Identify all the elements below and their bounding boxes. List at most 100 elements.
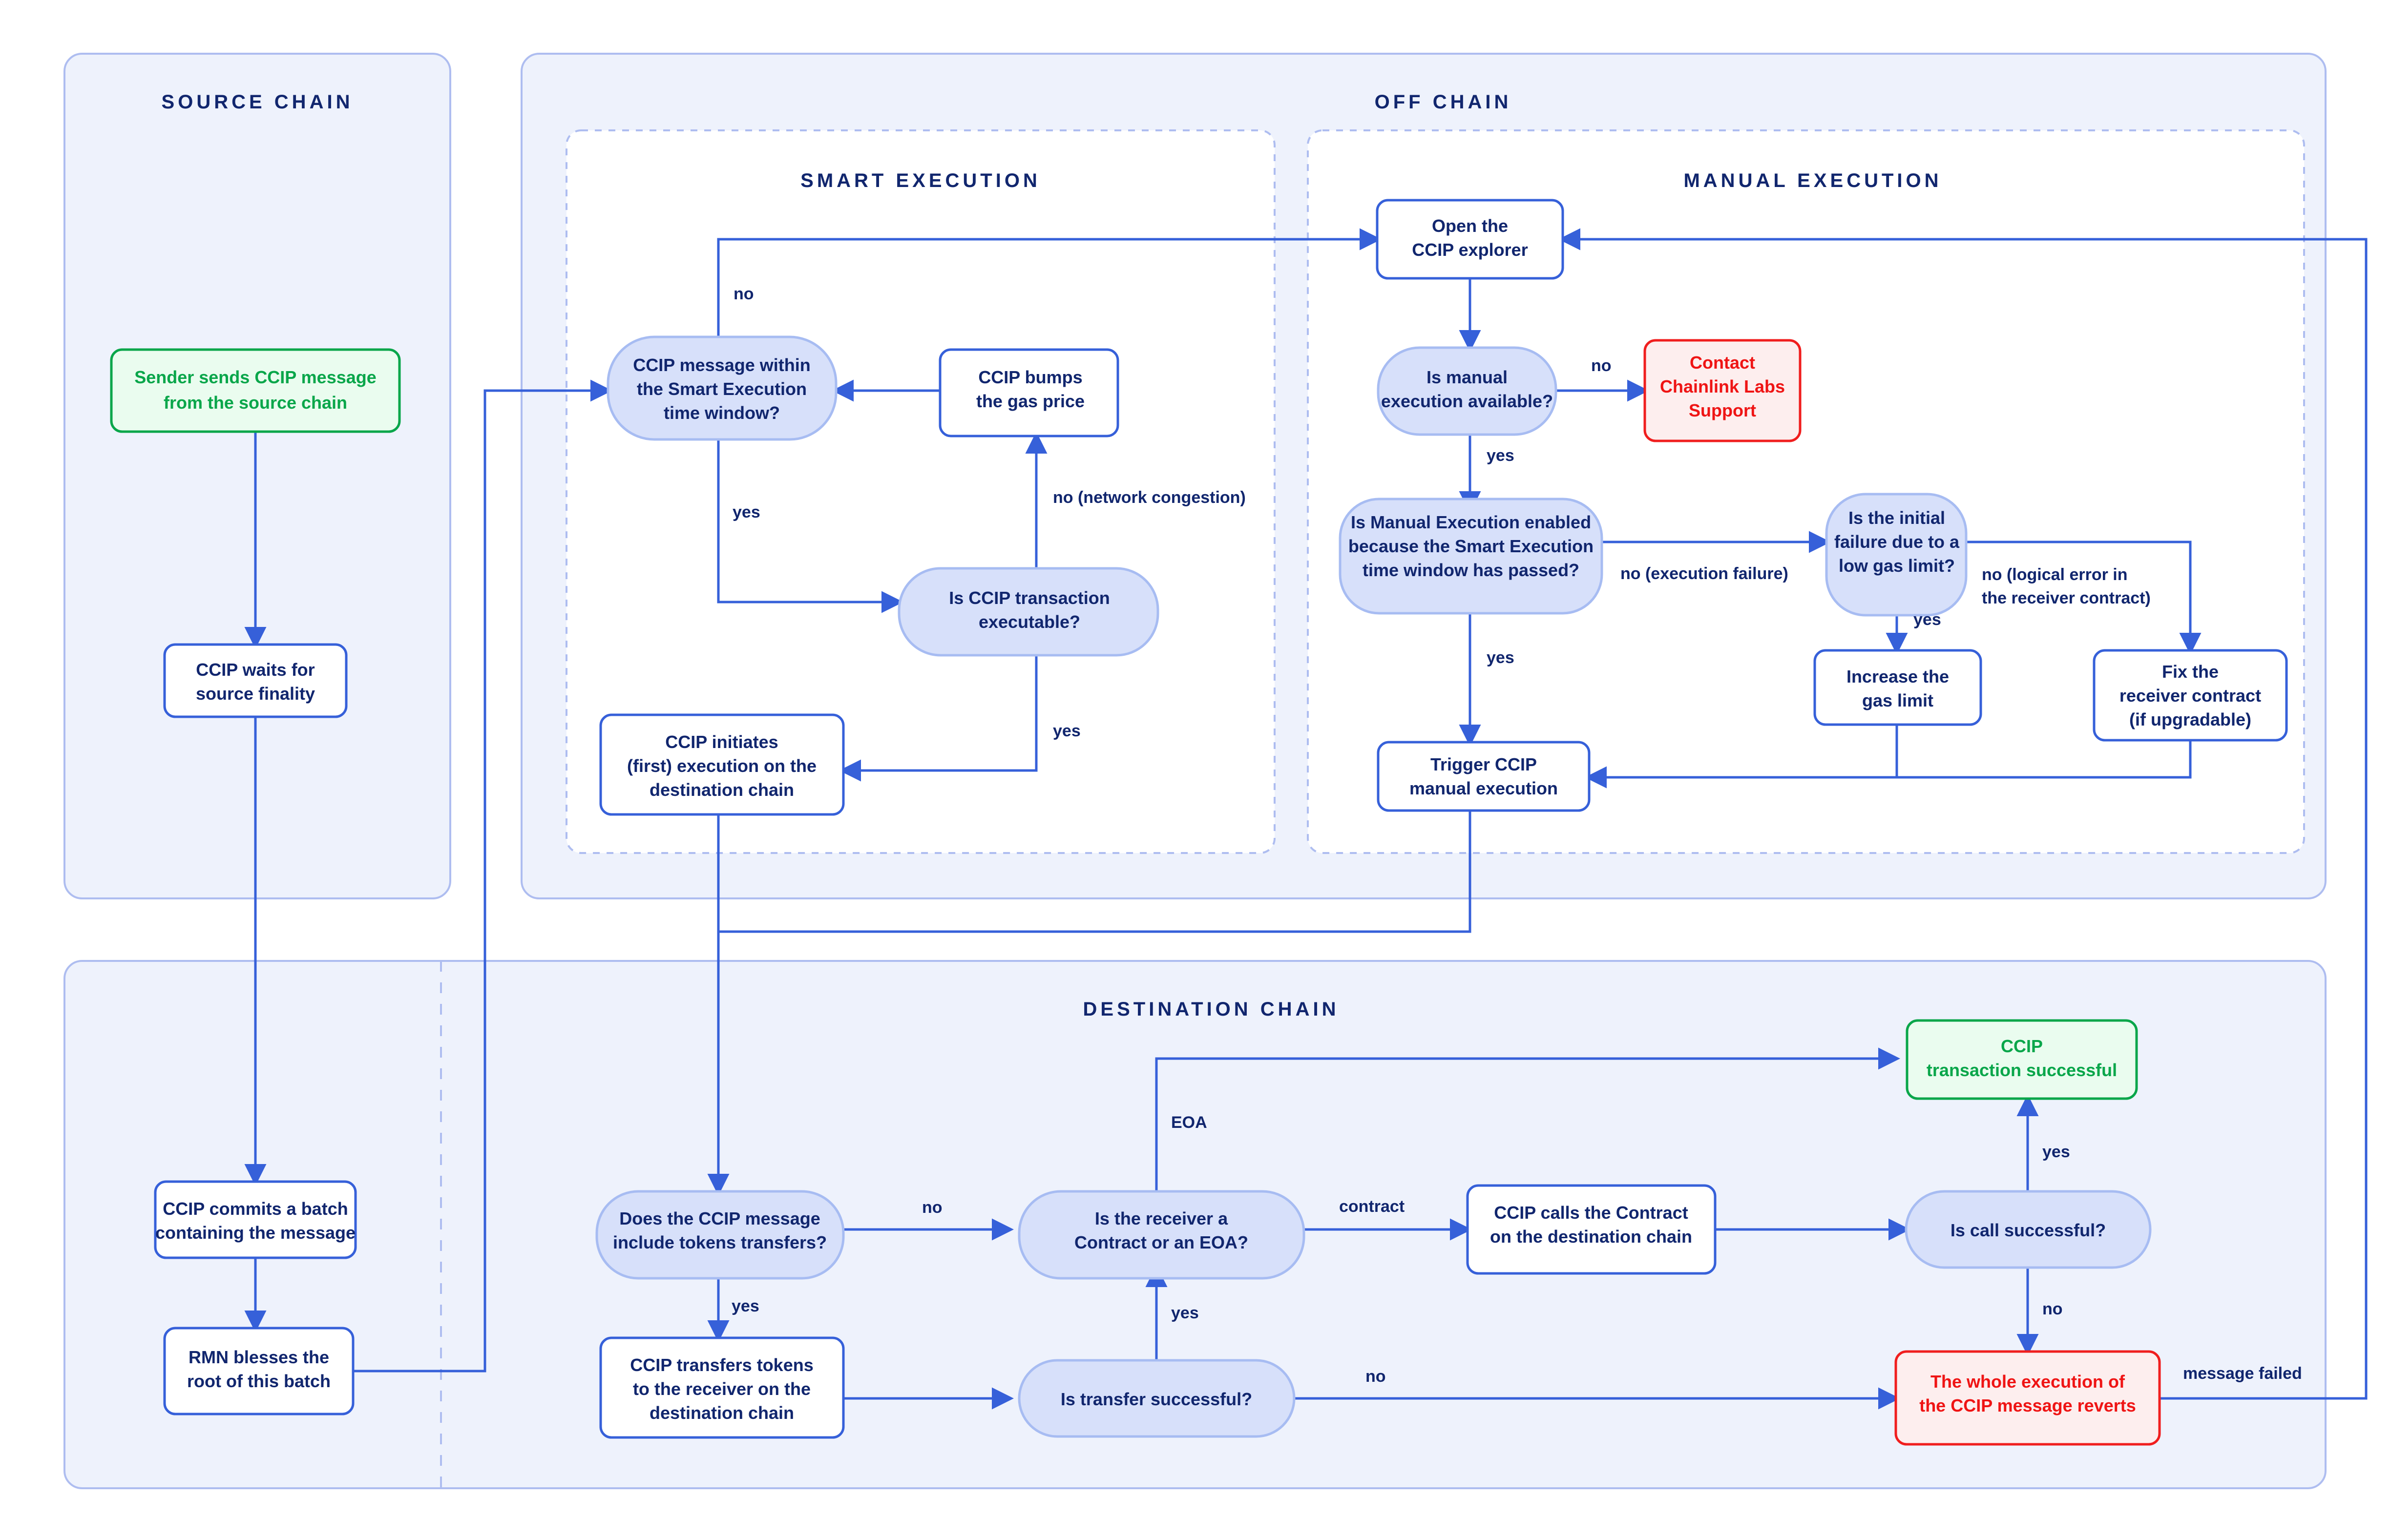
edge-label-no-manual: no bbox=[1591, 356, 1612, 375]
node-label: CCIP explorer bbox=[1412, 240, 1528, 260]
node-label: Fix the bbox=[2162, 662, 2219, 682]
node-label: Is the initial bbox=[1848, 508, 1945, 528]
node-ccip-calls-contract[interactable]: CCIP calls the Contract on the destinati… bbox=[1466, 1184, 1717, 1275]
node-rmn-blesses-root[interactable]: RMN blesses the root of this batch bbox=[163, 1327, 355, 1415]
node-label: root of this batch bbox=[187, 1371, 331, 1391]
node-label: time window has passed? bbox=[1363, 560, 1579, 580]
node-label: Is CCIP transaction bbox=[949, 588, 1110, 608]
node-label: CCIP bumps bbox=[978, 367, 1082, 387]
edge-label-no-logical-error-1: no (logical error in bbox=[1982, 565, 2127, 584]
node-label: low gas limit? bbox=[1839, 556, 1955, 576]
group-title-off-chain: OFF CHAIN bbox=[1375, 91, 1512, 113]
edge-reverts-to-explorer bbox=[1558, 228, 2368, 1400]
node-label: manual execution bbox=[1409, 778, 1558, 798]
node-is-initial-failure-low-gas[interactable]: Is the initial failure due to a low gas … bbox=[1825, 493, 1968, 617]
edge-failure-no-to-fix bbox=[1966, 541, 2202, 655]
edge-fix-to-trigger bbox=[1589, 740, 2192, 779]
node-open-ccip-explorer[interactable]: Open the CCIP explorer bbox=[1376, 199, 1564, 280]
node-whole-execution-reverts[interactable]: The whole execution of the CCIP message … bbox=[1894, 1350, 2161, 1446]
node-contact-chainlink-support[interactable]: Contact Chainlink Labs Support bbox=[1643, 339, 1802, 442]
edge-label-yes-executable: yes bbox=[1053, 722, 1081, 740]
node-ccip-commits-batch[interactable]: CCIP commits a batch containing the mess… bbox=[154, 1180, 357, 1259]
edge-label-no-call: no bbox=[2042, 1300, 2063, 1318]
node-label: RMN blesses the bbox=[189, 1347, 329, 1367]
edge-window-yes-to-executable bbox=[717, 435, 904, 613]
node-label: Is manual bbox=[1426, 367, 1508, 387]
node-label: Contract or an EOA? bbox=[1074, 1232, 1248, 1252]
node-label: Sender sends CCIP message bbox=[134, 367, 377, 387]
node-message-includes-tokens[interactable]: Does the CCIP message include tokens tra… bbox=[595, 1190, 845, 1280]
node-trigger-manual-execution[interactable]: Trigger CCIP manual execution bbox=[1377, 741, 1591, 812]
edge-trigger-to-destination bbox=[718, 811, 1471, 933]
node-label: CCIP bbox=[2001, 1036, 2043, 1056]
node-fix-receiver-contract[interactable]: Fix the receiver contract (if upgradable… bbox=[2093, 649, 2288, 742]
node-label: to the receiver on the bbox=[633, 1379, 811, 1399]
node-increase-gas-limit[interactable]: Increase the gas limit bbox=[1813, 649, 1982, 726]
edge-label-no-logical-error-2: the receiver contract) bbox=[1982, 589, 2151, 607]
node-label: include tokens transfers? bbox=[613, 1232, 827, 1252]
edge-label-yes-transfer: yes bbox=[1171, 1304, 1199, 1322]
edge-label-yes-manual-enabled: yes bbox=[1487, 648, 1514, 667]
node-label: Support bbox=[1689, 400, 1756, 420]
group-source-chain: SOURCE CHAIN bbox=[63, 53, 451, 899]
edge-label-yes-window: yes bbox=[733, 503, 760, 521]
node-is-receiver-contract-or-eoa[interactable]: Is the receiver a Contract or an EOA? bbox=[1018, 1190, 1305, 1280]
edge-receiver-eoa-to-success bbox=[1155, 1047, 1901, 1191]
node-label: Is Manual Execution enabled bbox=[1351, 512, 1591, 532]
node-is-transaction-executable[interactable]: Is CCIP transaction executable? bbox=[898, 567, 1159, 657]
node-label: (if upgradable) bbox=[2129, 709, 2251, 729]
edge-label-yes-tokens: yes bbox=[732, 1297, 759, 1315]
edge-label-no-execution-failure: no (execution failure) bbox=[1620, 564, 1788, 583]
node-ccip-transaction-successful[interactable]: CCIP transaction successful bbox=[1906, 1019, 2138, 1100]
node-label: receiver contract bbox=[2119, 686, 2261, 706]
node-label: The whole execution of bbox=[1930, 1372, 2125, 1392]
node-ccip-transfers-tokens[interactable]: CCIP transfers tokens to the receiver on… bbox=[599, 1336, 845, 1439]
node-label: because the Smart Execution bbox=[1348, 536, 1594, 556]
node-label: Chainlink Labs bbox=[1660, 376, 1785, 396]
node-is-manual-execution-available[interactable]: Is manual execution available? bbox=[1377, 346, 1557, 436]
node-label: CCIP waits for bbox=[196, 660, 315, 680]
group-title-source-chain: SOURCE CHAIN bbox=[162, 91, 354, 113]
node-ccip-waits-finality[interactable]: CCIP waits for source finality bbox=[163, 643, 348, 718]
group-title-smart-execution: SMART EXECUTION bbox=[800, 170, 1041, 191]
edge-label-yes-call: yes bbox=[2042, 1143, 2070, 1161]
node-is-manual-execution-enabled[interactable]: Is Manual Execution enabled because the … bbox=[1339, 498, 1603, 615]
node-is-transfer-successful[interactable]: Is transfer successful? bbox=[1018, 1359, 1296, 1438]
node-label: gas limit bbox=[1862, 690, 1933, 710]
node-label: execution available? bbox=[1381, 391, 1553, 411]
node-label: Is transfer successful? bbox=[1061, 1389, 1252, 1409]
node-ccip-bumps-gas-price[interactable]: CCIP bumps the gas price bbox=[939, 348, 1119, 437]
edge-label-message-failed: message failed bbox=[2183, 1364, 2302, 1383]
node-label: CCIP initiates bbox=[665, 732, 778, 752]
node-ccip-initiates-execution[interactable]: CCIP initiates (first) execution on the … bbox=[599, 713, 845, 816]
node-label: transaction successful bbox=[1927, 1060, 2117, 1080]
node-label: containing the message bbox=[155, 1223, 356, 1243]
group-title-destination-chain: DESTINATION CHAIN bbox=[1083, 999, 1340, 1020]
node-label: CCIP message within bbox=[633, 355, 810, 375]
node-label: the Smart Execution bbox=[637, 379, 807, 399]
edge-labels: no yes no (network congestion) yes no ye… bbox=[732, 285, 2302, 1386]
node-label: Is call successful? bbox=[1951, 1220, 2106, 1240]
group-manual-execution: MANUAL EXECUTION bbox=[1307, 129, 2305, 854]
node-label: CCIP transfers tokens bbox=[630, 1355, 813, 1375]
node-label: Contact bbox=[1690, 353, 1755, 373]
edge-label-contract: contract bbox=[1339, 1197, 1405, 1216]
node-label: time window? bbox=[664, 403, 780, 423]
node-label: on the destination chain bbox=[1490, 1227, 1692, 1247]
node-label: failure due to a bbox=[1834, 532, 1960, 552]
node-label: Increase the bbox=[1846, 666, 1949, 687]
edge-window-no-to-explorer bbox=[717, 228, 1382, 361]
node-label: Trigger CCIP bbox=[1430, 754, 1537, 774]
node-label: executable? bbox=[979, 612, 1080, 632]
node-label: destination chain bbox=[650, 780, 794, 800]
edge-label-yes-manual: yes bbox=[1487, 446, 1514, 465]
node-label: the gas price bbox=[976, 391, 1085, 411]
node-message-within-window[interactable]: CCIP message within the Smart Execution … bbox=[607, 335, 838, 441]
node-label: Open the bbox=[1432, 216, 1508, 236]
node-sender-sends-message[interactable]: Sender sends CCIP message from the sourc… bbox=[110, 348, 401, 433]
node-label: destination chain bbox=[650, 1403, 794, 1423]
node-is-call-successful[interactable]: Is call successful? bbox=[1905, 1190, 2152, 1269]
node-label: CCIP commits a batch bbox=[163, 1199, 348, 1219]
edge-executable-yes-to-initiates bbox=[839, 636, 1038, 782]
